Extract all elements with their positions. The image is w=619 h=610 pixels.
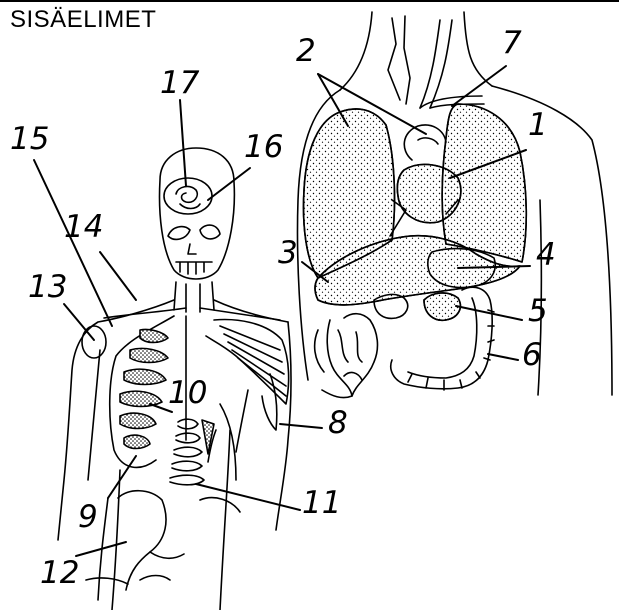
label-10: 10 [168, 378, 207, 409]
label-8: 8 [328, 408, 348, 439]
label-16: 16 [244, 132, 283, 163]
label-12: 12 [40, 558, 79, 589]
label-14: 14 [64, 212, 103, 243]
pelvis [86, 491, 240, 590]
label-1: 1 [528, 110, 548, 141]
label-3: 3 [278, 238, 298, 269]
label-9: 9 [78, 502, 98, 533]
label-6: 6 [522, 340, 542, 371]
small-intestine [315, 294, 408, 397]
label-15: 15 [10, 124, 49, 155]
neck [174, 282, 214, 310]
label-11: 11 [302, 488, 341, 519]
aortic-arch [404, 125, 446, 160]
label-2: 2 [296, 36, 316, 67]
label-17: 17 [160, 68, 199, 99]
label-5: 5 [528, 296, 548, 327]
spine [170, 419, 204, 485]
brain [164, 178, 212, 214]
pectoral-muscles [202, 320, 289, 480]
label-4: 4 [536, 240, 556, 271]
label-13: 13 [28, 272, 67, 303]
pancreas [424, 293, 460, 320]
heart [397, 164, 461, 222]
label-7: 7 [502, 28, 522, 59]
